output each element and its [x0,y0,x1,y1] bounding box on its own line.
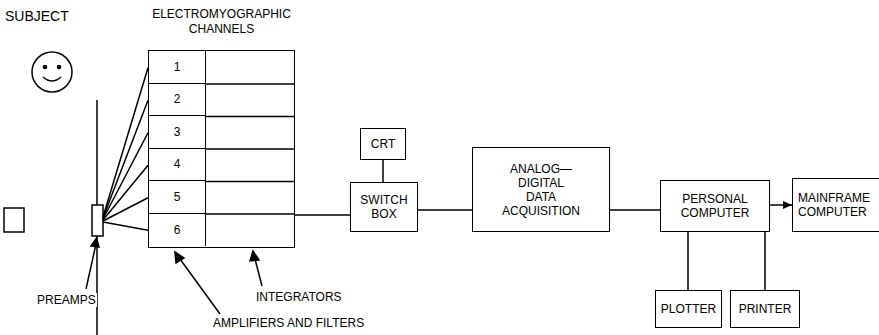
electrode-lead [103,165,148,220]
integrator-row-line [205,116,295,118]
channel-cell: 6 [149,214,206,247]
channel-cell: 4 [149,149,206,182]
box-label: MAINFRAME COMPUTER [798,191,870,219]
channel-cell: 5 [149,181,206,214]
channel-cell: 3 [149,116,206,149]
subject-eye [57,65,60,68]
channel-number: 2 [174,92,181,106]
channel-number: 3 [174,125,181,139]
integrator-row-line [205,148,295,150]
signal-line [764,232,766,290]
box-label: CRT [371,137,395,151]
electrode-lead [103,68,148,217]
subject-eye [43,65,46,68]
converter-box: ANALOG— DIGITAL DATA ACQUISITION [472,147,610,232]
output-box: PRINTER [730,290,800,328]
box-label: PLOTTER [661,302,716,316]
integrator-row-line [205,181,295,183]
computer-box: MAINFRAME COMPUTER [792,178,879,232]
leader-arrow [255,259,262,286]
box-label: PRINTER [739,302,792,316]
electrode-lead [103,198,148,221]
signal-line [770,204,792,206]
box-label: ANALOG— DIGITAL DATA ACQUISITION [502,162,580,218]
subject-smile [43,77,61,81]
channel-number: 6 [174,223,181,237]
computer-box: PERSONAL COMPUTER [660,180,770,232]
signal-line [687,232,689,290]
channel-number: 1 [174,60,181,74]
display-box: CRT [360,128,406,160]
electrode-lead [103,222,148,230]
leader-arrow [86,244,96,289]
arrow-head [250,251,259,261]
signal-line [610,209,660,211]
preamp-symbol [92,205,103,236]
channel-cell: 1 [149,51,206,84]
integrator-row-line [205,213,295,215]
channel-number: 5 [174,190,181,204]
signal-line [382,160,384,182]
box-label: SWITCH BOX [360,193,407,221]
electrode-lead [103,100,148,218]
signal-line [418,209,472,211]
arrow-head [91,238,99,247]
switch-box: SWITCH BOX [350,182,418,232]
subject-head [32,52,72,92]
arrow-head [175,252,184,263]
load-square [4,208,24,232]
channel-number: 4 [174,157,181,171]
group-heading: ELECTROMYOGRAPHIC CHANNELS [152,7,291,37]
channel-grid: ELECTROMYOGRAPHIC CHANNELS123456 [148,50,295,248]
subject-label: SUBJECT [4,8,70,24]
callout-label: PREAMPS [36,293,97,307]
integrator-row-line [205,83,295,85]
electrode-lead [103,133,148,219]
channel-cell: 2 [149,84,206,117]
leader-arrow [180,259,220,314]
box-label: PERSONAL COMPUTER [681,192,750,220]
callout-label: INTEGRATORS [255,290,343,304]
signal-line [295,214,350,216]
output-box: PLOTTER [655,290,722,328]
callout-label: AMPLIFIERS AND FILTERS [212,316,365,330]
